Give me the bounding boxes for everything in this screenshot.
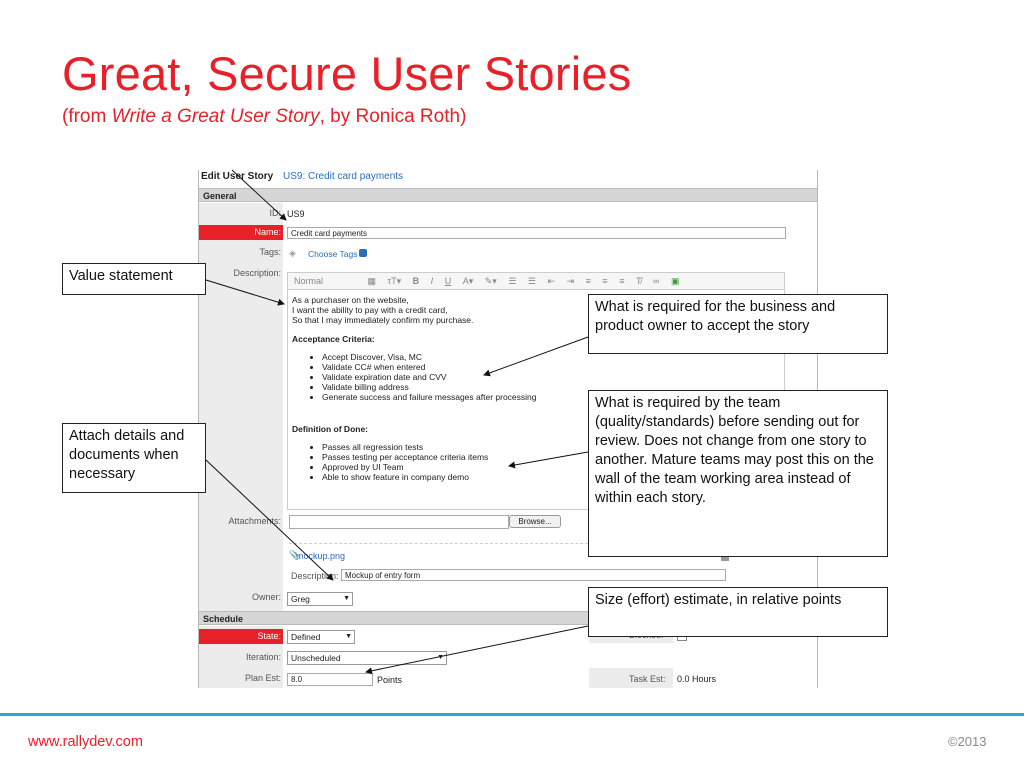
name-label: Name:	[199, 225, 283, 240]
definition-of-done-list: Passes all regression tests Passes testi…	[292, 442, 780, 482]
name-input[interactable]: Credit card payments	[287, 227, 786, 239]
iteration-select[interactable]: Unscheduled ▼	[287, 651, 447, 665]
clear-format-icon[interactable]: T̸	[635, 276, 642, 286]
choose-tags-dropdown-icon[interactable]	[359, 249, 367, 257]
attachment-description-input[interactable]: Mockup of entry form	[341, 569, 726, 581]
align-left-icon[interactable]: ≡	[585, 276, 591, 286]
slide-subtitle: (from Write a Great User Story, by Ronic…	[62, 106, 466, 128]
attachment-file-link[interactable]: mockup.png	[296, 551, 346, 561]
id-value: US9	[287, 209, 305, 219]
form-header-story-link[interactable]: US9: Credit card payments	[283, 171, 404, 182]
description-line: As a purchaser on the website,	[292, 295, 409, 305]
acceptance-criteria-list: Accept Discover, Visa, MC Validate CC# w…	[292, 352, 780, 402]
list-item: Approved by UI Team	[322, 462, 780, 472]
callout-team-done: What is required by the team (quality/st…	[588, 390, 888, 557]
bold-icon[interactable]: B	[412, 276, 420, 286]
task-est-label-cell	[589, 668, 673, 688]
acceptance-criteria-heading: Acceptance Criteria:	[292, 334, 375, 344]
browse-button[interactable]: Browse...	[509, 515, 561, 528]
numbered-list-icon[interactable]: ☰	[508, 276, 517, 286]
list-item: Validate CC# when entered	[322, 362, 780, 372]
list-item: Validate expiration date and CVV	[322, 372, 780, 382]
outdent-icon[interactable]: ⇤	[547, 276, 556, 286]
list-item: Passes all regression tests	[322, 442, 780, 452]
plan-est-unit: Points	[377, 675, 403, 685]
tags-label: Tags:	[259, 247, 281, 257]
highlight-icon[interactable]: ✎▾	[484, 276, 497, 286]
owner-value: Greg	[291, 594, 310, 604]
iteration-label: Iteration:	[245, 652, 281, 662]
attachment-divider	[289, 543, 719, 544]
iteration-value: Unscheduled	[291, 653, 341, 663]
form-header: Edit User Story US9: Credit card payment…	[199, 170, 817, 188]
owner-label: Owner:	[251, 592, 281, 602]
owner-select[interactable]: Greg ▼	[287, 592, 353, 606]
attachments-label: Attachments:	[228, 516, 281, 526]
attachment-file-input[interactable]	[289, 515, 509, 529]
label-column	[199, 203, 283, 615]
description-line: So that I may immediately confirm my pur…	[292, 315, 474, 325]
attachment-description-label: Description:	[291, 571, 339, 581]
state-value: Defined	[291, 632, 321, 642]
section-general[interactable]: General	[199, 188, 817, 202]
task-est-label: Task Est:	[629, 674, 666, 684]
list-item: Able to show feature in company demo	[322, 472, 780, 482]
list-item: Passes testing per acceptance criteria i…	[322, 452, 780, 462]
italic-icon[interactable]: I	[430, 276, 434, 286]
underline-icon[interactable]: U	[444, 276, 452, 286]
definition-of-done-heading: Definition of Done:	[292, 424, 369, 434]
bullet-list-icon[interactable]: ☰	[527, 276, 536, 286]
chevron-down-icon: ▼	[345, 633, 352, 640]
footer-url-link[interactable]: www.rallydev.com	[28, 734, 143, 750]
tag-icon: ◈	[289, 248, 296, 258]
style-icon[interactable]: ▦	[367, 276, 377, 286]
editor-toolbar: Normal ▦ τT▾ B I U A▾ ✎▾ ☰ ☰ ⇤ ⇥ ≡ ≡ ≡ T…	[287, 272, 785, 290]
footer-copyright: ©2013	[948, 734, 987, 749]
image-icon[interactable]: ▣	[670, 276, 680, 286]
delete-attachment-icon[interactable]	[721, 553, 729, 561]
chevron-down-icon: ▼	[343, 595, 350, 602]
link-icon[interactable]: ∞	[653, 276, 660, 286]
indent-icon[interactable]: ⇥	[566, 276, 575, 286]
callout-value-statement: Value statement	[62, 263, 206, 295]
align-right-icon[interactable]: ≡	[619, 276, 625, 286]
align-center-icon[interactable]: ≡	[602, 276, 608, 286]
callout-business-owner: What is required for the business and pr…	[588, 294, 888, 354]
list-item: Accept Discover, Visa, MC	[322, 352, 780, 362]
id-label: ID:	[269, 208, 281, 218]
state-select[interactable]: Defined ▼	[287, 630, 355, 644]
subtitle-prefix: (from	[62, 106, 112, 127]
form-header-title: Edit User Story	[201, 171, 274, 182]
callout-attach-details: Attach details and documents when necess…	[62, 423, 206, 493]
chevron-down-icon: ▼	[437, 654, 444, 661]
callout-size-estimate: Size (effort) estimate, in relative poin…	[588, 587, 888, 637]
description-label: Description:	[233, 268, 281, 278]
task-est-value: 0.0 Hours	[677, 674, 717, 684]
font-size-icon[interactable]: τT▾	[387, 276, 402, 286]
paragraph-style-select[interactable]: Normal	[294, 276, 324, 286]
plan-est-input[interactable]: 8.0	[287, 673, 373, 686]
state-label: State:	[199, 629, 283, 644]
subtitle-source-title: Write a Great User Story	[111, 106, 320, 127]
footer-divider	[0, 713, 1024, 716]
text-color-icon[interactable]: A▾	[462, 276, 474, 286]
choose-tags-link[interactable]: Choose Tags	[308, 249, 358, 259]
plan-est-label: Plan Est:	[244, 673, 281, 683]
description-line: I want the ability to pay with a credit …	[292, 305, 448, 315]
list-item: Validate billing address	[322, 382, 780, 392]
list-item: Generate success and failure messages af…	[322, 392, 780, 402]
slide-title: Great, Secure User Stories	[62, 47, 632, 100]
subtitle-suffix: , by Ronica Roth)	[319, 106, 467, 127]
